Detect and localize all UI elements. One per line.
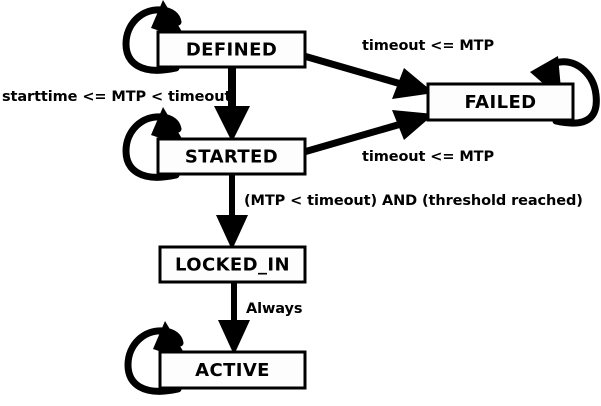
- defined-to-failed-arrowhead: [392, 68, 434, 99]
- edge-label-started-to-locked-in: (MTP < timeout) AND (threshold reached): [244, 193, 583, 209]
- started-to-failed-arrowhead: [392, 110, 434, 140]
- started-to-failed-line: [303, 116, 416, 156]
- edge-label-defined-to-started: starttime <= MTP < timeout: [2, 89, 231, 105]
- state-node-defined[interactable]: DEFINED: [156, 30, 307, 69]
- active-self-loop-path: [124, 327, 184, 395]
- transition-defined-to-failed: [303, 52, 434, 99]
- state-label-started: STARTED: [185, 147, 278, 168]
- state-label-locked-in: LOCKED_IN: [175, 255, 290, 276]
- transition-locked-in-to-active: [218, 282, 250, 355]
- state-box-defined[interactable]: [156, 30, 307, 69]
- transition-started-to-locked-in: [216, 173, 248, 250]
- transition-defined-to-started: [214, 66, 250, 142]
- state-node-locked-in[interactable]: LOCKED_IN: [158, 245, 307, 284]
- state-box-failed[interactable]: [426, 82, 575, 122]
- edge-label-defined-to-failed: timeout <= MTP: [362, 38, 494, 54]
- defined-self-loop-arrowhead: [151, 0, 187, 40]
- defined-self-loop-path: [122, 6, 182, 74]
- state-box-started[interactable]: [156, 137, 307, 176]
- edge-label-locked-in-to-active: Always: [246, 301, 302, 317]
- state-node-started[interactable]: STARTED: [156, 137, 307, 176]
- transition-started-self-loop: [122, 107, 187, 181]
- transition-started-to-failed: [303, 110, 434, 156]
- state-label-active: ACTIVE: [195, 360, 270, 381]
- state-box-locked-in[interactable]: [158, 245, 307, 284]
- defined-to-failed-line: [303, 52, 416, 92]
- defined-to-started-arrowhead: [214, 106, 250, 142]
- state-label-failed: FAILED: [465, 92, 537, 113]
- started-self-loop-path: [122, 113, 182, 181]
- state-node-failed[interactable]: FAILED: [426, 82, 575, 122]
- started-self-loop-arrowhead: [151, 107, 187, 147]
- state-box-active[interactable]: [158, 350, 307, 390]
- locked-in-to-active-arrowhead: [218, 320, 250, 355]
- started-to-locked-in-arrowhead: [216, 215, 248, 250]
- edge-label-started-to-failed: timeout <= MTP: [362, 149, 494, 165]
- state-node-active[interactable]: ACTIVE: [158, 350, 307, 390]
- transition-defined-self-loop: [122, 0, 187, 74]
- state-label-defined: DEFINED: [186, 40, 277, 61]
